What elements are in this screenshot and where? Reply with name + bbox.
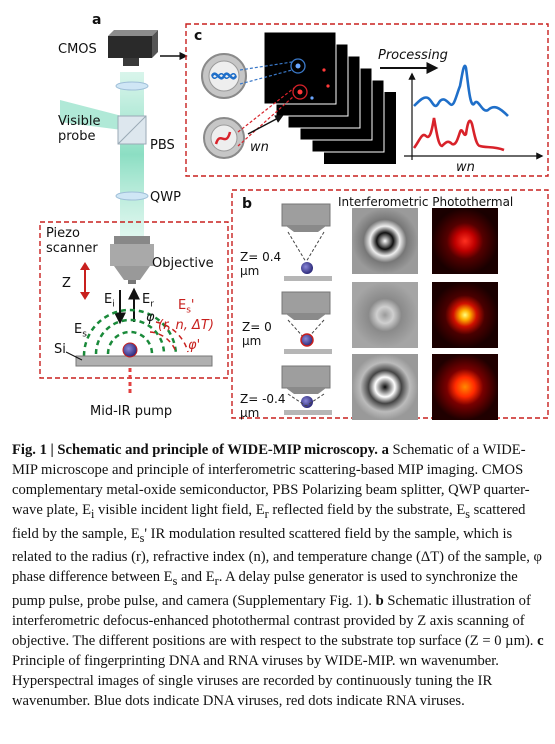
params-label: (r, n, ΔT) (158, 318, 214, 333)
es-subscript: s (82, 329, 87, 340)
hyperspectral-stack (263, 31, 396, 164)
caption-b-label: b (375, 593, 384, 610)
processing-label: Processing (378, 48, 448, 63)
panel-b-dashed-box (231, 189, 549, 419)
phi-label: φ (146, 310, 155, 325)
panel-b-title: Interferometric Photothermal (338, 195, 514, 209)
sample-particle (122, 342, 138, 358)
er-label: Er (142, 292, 154, 313)
scattered-wavefronts (82, 308, 178, 357)
caption-b-text: Schematic illustration of interferometri… (12, 593, 534, 649)
wn-arrow-left (247, 115, 284, 135)
ei-subscript: i (112, 299, 115, 310)
qwp-plate (115, 191, 149, 201)
caption-a-text: Schematic of a WIDE-MIP microscope and p… (12, 442, 530, 518)
si-substrate (75, 355, 213, 367)
caption-sub: s (465, 506, 470, 521)
interferometric-image-1 (352, 208, 418, 274)
caption-span: reflected field by the substrate, E (268, 501, 466, 518)
panel-c-dashed-box (185, 23, 549, 177)
photothermal-image-2 (432, 282, 498, 348)
es-prime-label: Es' (178, 298, 195, 319)
cmos-label: CMOS (58, 42, 97, 57)
cmos-camera (108, 30, 158, 66)
z-label-pos-3: Z= -0.4 µm (240, 392, 286, 420)
ei-label: Ei (104, 292, 115, 313)
piezo-scanner-label: Piezo scanner (46, 226, 98, 256)
caption-span: visible incident light field, E (94, 501, 265, 518)
fig-title: Schematic and principle of WIDE-MIP micr… (57, 442, 378, 458)
dna-spectrum (413, 64, 509, 117)
es-label: Es (74, 322, 87, 343)
visible-probe-label: Visible probe (58, 114, 101, 144)
caption-a-label: a (381, 442, 389, 458)
zoom-guides (237, 61, 295, 147)
caption-span: . A delay pulse generator is used to syn… (12, 569, 518, 610)
phi-prime-label: φ' (188, 338, 201, 353)
caption-sub: r (214, 574, 219, 589)
es-prime-subscript: s (186, 305, 191, 316)
dna-virus (201, 53, 247, 99)
caption-c-text: Principle of fingerprinting DNA and RNA … (12, 652, 499, 709)
figure-caption: Fig. 1 | Schematic and principle of WIDE… (12, 441, 548, 712)
caption-c-label: c (537, 632, 544, 649)
interferometric-image-2 (352, 282, 418, 348)
z-label-pos-2: Z= 0 µm (242, 320, 272, 348)
er-symbol: E (142, 292, 151, 307)
figure-graphics (39, 23, 549, 420)
panel-c-letter: c (194, 28, 203, 44)
tube-lens (115, 81, 149, 91)
ir-modulated-wavefronts (149, 321, 189, 353)
caption-sub: s (139, 530, 145, 545)
caption-sub: r (264, 506, 269, 521)
caption-sub: s (172, 574, 178, 589)
photothermal-image-3 (432, 354, 498, 420)
es-prime-symbol: E (178, 298, 187, 313)
caption-span: ' IR modulation resulted scattered field… (12, 525, 542, 586)
objective-position-2 (281, 291, 332, 354)
z-label: Z (62, 276, 71, 291)
ei-symbol: E (104, 292, 113, 307)
z-label-pos-1: Z= 0.4 µm (240, 250, 282, 278)
panel-b-letter: b (242, 196, 253, 212)
es-symbol: E (74, 322, 83, 337)
qwp-label: QWP (150, 190, 181, 205)
rna-spectrum (412, 117, 505, 152)
caption-span: scattered field by the sample, E (12, 501, 526, 542)
rna-virus (203, 117, 245, 159)
fig-label: Fig. 1 | (12, 442, 54, 458)
mid-ir-pump-label: Mid-IR pump (90, 404, 173, 419)
photothermal-image-1 (432, 208, 498, 274)
si-label: Si (54, 342, 66, 357)
wn-right-label: wn (456, 160, 475, 175)
objective-position-1 (281, 203, 332, 281)
er-subscript: r (150, 299, 154, 310)
objective (110, 236, 154, 284)
figure-1: a CMOS Visible probe PBS QWP Piezo scann… (39, 12, 549, 420)
objective-position-3 (281, 365, 332, 415)
panel-a-letter: a (92, 12, 102, 28)
pbs-cube (117, 115, 147, 145)
visible-beam (120, 72, 144, 237)
objective-label: Objective (152, 256, 214, 271)
panel-a-dashed-box (39, 221, 229, 379)
caption-span: and E (177, 569, 215, 586)
wn-left-label: wn (250, 140, 269, 155)
interferometric-image-3 (352, 354, 418, 420)
caption-sub: i (91, 506, 95, 521)
si-pointer (65, 351, 83, 361)
pbs-label: PBS (150, 138, 175, 153)
es-prime-mark: ' (190, 298, 195, 313)
